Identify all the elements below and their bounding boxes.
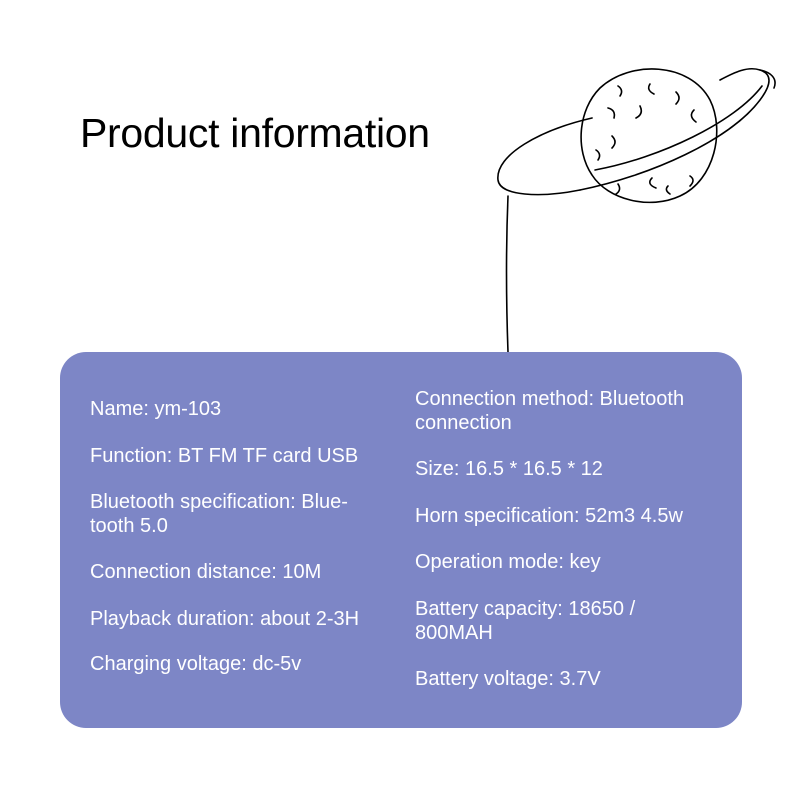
spec-item: Playback duration: about 2-3H [90,608,360,630]
page-title: Product information [80,110,430,156]
crater [615,183,621,195]
spec-item: Charging voltage: dc-5v [90,653,302,675]
spec-item: Battery voltage: 3.7V [415,668,601,690]
crater [675,91,680,105]
crater [595,149,601,161]
planet-body [580,68,718,204]
crater [665,185,671,195]
crater [647,83,655,95]
spec-item: Battery capacity: 18650 /800MAH [415,598,636,644]
crater [607,107,616,119]
ringed-planet-icon [497,67,776,353]
planet-ring-back [497,117,593,196]
spec-item: Size: 16.5 * 16.5 * 12 [415,458,603,480]
spec-item: Horn specification: 52m3 4.5w [415,505,683,527]
spec-item: Bluetooth specification: Blue-tooth 5.0 [90,491,348,537]
spec-item: Connection distance: 10M [90,561,322,583]
hanging-string [505,195,509,353]
spec-item: Operation mode: key [415,551,601,573]
spec-item: Function: BT FM TF card USB [90,445,359,467]
crater [635,105,643,119]
crater [617,85,623,97]
crater [611,135,616,149]
crater [690,109,697,123]
crater [648,177,657,189]
crater [689,175,694,187]
spec-item: Connection method: Bluetooth connection [415,388,685,434]
spec-item: Name: ym-103 [90,398,222,420]
planet-ring-front [579,67,770,191]
